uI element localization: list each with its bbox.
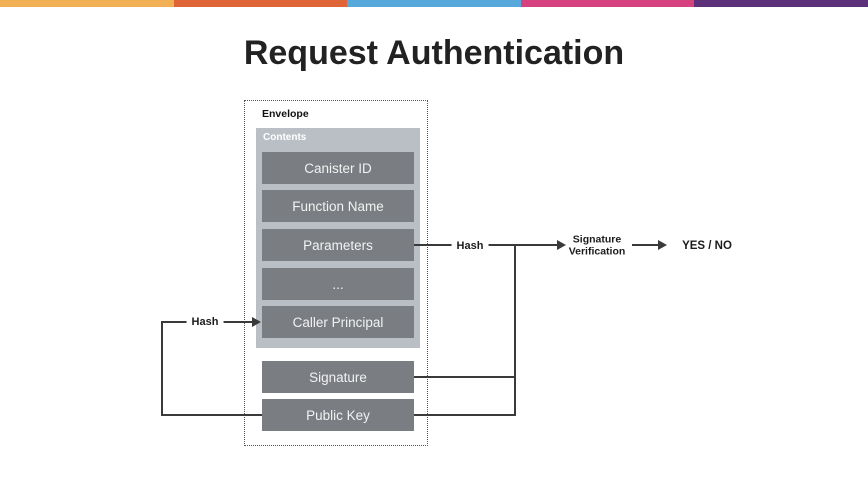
signature-verification-label-line2: Verification: [568, 245, 626, 257]
field-parameters: Parameters: [262, 229, 414, 261]
top-bar-segment-3: [347, 0, 521, 7]
field-ellipsis: ...: [262, 268, 414, 300]
line-signature-to-junction: [414, 376, 516, 378]
top-bar-segment-5: [694, 0, 868, 7]
line-left-vertical: [161, 321, 163, 416]
hash-label-left: Hash: [186, 316, 224, 328]
slide-title: Request Authentication: [243, 34, 625, 72]
signature-verification-label-line1: Signature: [572, 233, 622, 246]
contents-label: Contents: [263, 132, 307, 143]
arrowhead-to-verification-icon: [557, 240, 566, 250]
signature-box: Signature: [262, 361, 414, 393]
arrowhead-to-caller-icon: [252, 317, 261, 327]
arrowhead-to-result-icon: [658, 240, 667, 250]
public-key-box: Public Key: [262, 399, 414, 431]
line-publickey-left: [161, 414, 262, 416]
envelope-label: Envelope: [262, 108, 309, 120]
top-bar-segment-1: [0, 0, 174, 7]
result-label: YES / NO: [682, 240, 732, 252]
top-accent-bar: [0, 0, 868, 7]
field-caller-principal: Caller Principal: [262, 306, 414, 338]
envelope-box: [244, 100, 428, 446]
top-bar-segment-2: [173, 0, 348, 7]
hash-label-right: Hash: [451, 240, 489, 252]
field-function-name: Function Name: [262, 190, 414, 222]
line-publickey-to-junction: [414, 414, 516, 416]
line-junction-vertical: [514, 244, 516, 416]
signature-verification-label: Signature Verification: [568, 233, 626, 258]
line-verification-to-result: [632, 244, 658, 246]
field-canister-id: Canister ID: [262, 152, 414, 184]
top-bar-segment-4: [520, 0, 695, 7]
